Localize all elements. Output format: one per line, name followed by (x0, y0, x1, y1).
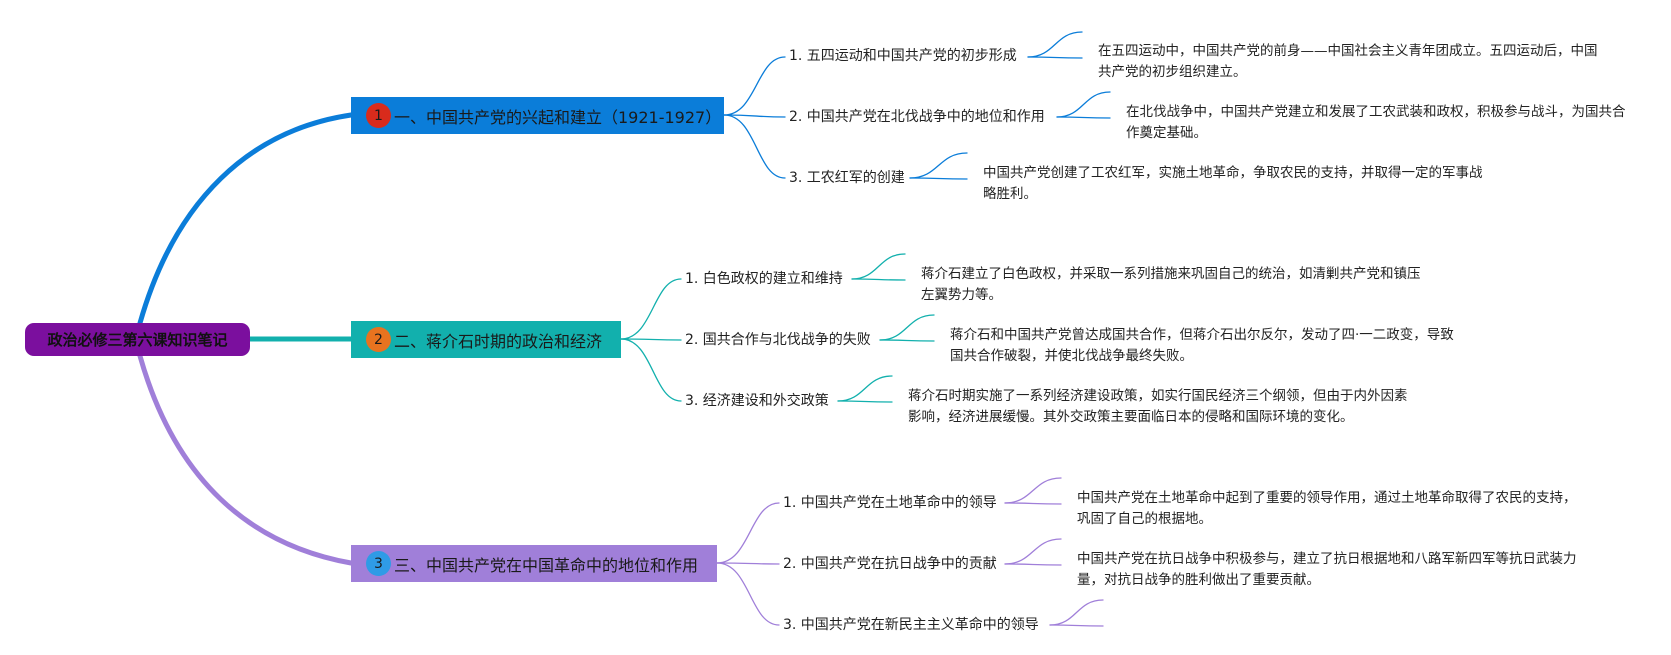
detail-link-3-1 (1004, 477, 1062, 504)
subtopic-3-1[interactable]: 1. 中国共产党在土地革命中的领导 (783, 495, 997, 511)
detail-link-b-3-1 (1004, 502, 1062, 505)
branch-link-1-3 (723, 114, 786, 179)
detail-link-b-3-3 (1049, 624, 1104, 627)
subtopic-3-2[interactable]: 2. 中国共产党在抗日战争中的贡献 (783, 556, 997, 572)
badge-2: 2 (366, 327, 391, 352)
detail-2-1: 蒋介石建立了白色政权，并采取一系列措施来巩固自己的统治，如清剿共产党和镇压左翼势… (921, 266, 1421, 303)
badge-1: 1 (366, 103, 391, 128)
branch-node-3[interactable]: 3 三、中国共产党在中国革命中的地位和作用 (351, 545, 717, 582)
subtopic-1-3[interactable]: 3. 工农红军的创建 (789, 170, 905, 186)
detail-link-b-2-1 (851, 278, 906, 281)
branch-link-3-3 (716, 562, 780, 626)
root-node[interactable]: 政治必修三第六课知识笔记 (25, 323, 250, 356)
subtopic-1-1[interactable]: 1. 五四运动和中国共产党的初步形成 (789, 48, 1017, 64)
detail-link-1-2 (1056, 91, 1111, 118)
branch-link-3-2 (716, 562, 780, 565)
detail-1-1: 在五四运动中，中国共产党的前身——中国社会主义青年团成立。五四运动后，中国共产党… (1098, 43, 1598, 80)
detail-link-b-1-2 (1056, 116, 1111, 119)
badge-3: 3 (366, 551, 391, 576)
detail-3-2: 中国共产党在抗日战争中积极参与，建立了抗日根据地和八路军新四军等抗日武装力量，对… (1077, 551, 1577, 588)
branch-link-2-2 (620, 338, 682, 341)
branch-node-2[interactable]: 2 二、蒋介石时期的政治和经济 (351, 321, 621, 358)
branch-link-1-2 (723, 114, 786, 118)
detail-1-2: 在北伐战争中，中国共产党建立和发展了工农武装和政权，积极参与战斗，为国共合作奠定… (1126, 104, 1626, 141)
subtopic-2-1[interactable]: 1. 白色政权的建立和维持 (685, 271, 843, 287)
subtopic-1-2[interactable]: 2. 中国共产党在北伐战争中的地位和作用 (789, 109, 1045, 125)
root-link-1 (137, 112, 354, 326)
branch-link-2-3 (620, 338, 682, 402)
detail-3-1: 中国共产党在土地革命中起到了重要的领导作用，通过土地革命取得了农民的支持，巩固了… (1077, 490, 1577, 527)
detail-link-1-3 (909, 152, 968, 179)
detail-link-2-2 (879, 314, 935, 341)
detail-link-b-2-3 (837, 400, 893, 403)
detail-link-2-1 (851, 253, 906, 280)
detail-link-b-3-2 (1004, 563, 1062, 566)
detail-2-2: 蒋介石和中国共产党曾达成国共合作，但蒋介石出尔反尔，发动了四·一二政变，导致国共… (950, 327, 1454, 364)
detail-link-b-1-1 (1027, 56, 1083, 59)
root-link-3 (137, 353, 354, 566)
root-node-label: 政治必修三第六课知识笔记 (47, 331, 228, 349)
subtopic-2-3[interactable]: 3. 经济建设和外交政策 (685, 393, 829, 409)
subtopic-3-3[interactable]: 3. 中国共产党在新民主主义革命中的领导 (783, 617, 1039, 633)
branch-link-3-1 (716, 502, 780, 564)
detail-link-b-2-2 (879, 339, 935, 342)
detail-link-3-3 (1049, 599, 1104, 626)
branch-label-2: 二、蒋介石时期的政治和经济 (394, 331, 603, 351)
detail-link-b-1-3 (909, 177, 968, 180)
branch-node-1[interactable]: 1 一、中国共产党的兴起和建立（1921-1927） (351, 97, 724, 134)
branch-label-1: 一、中国共产党的兴起和建立（1921-1927） (394, 107, 722, 127)
branch-link-1-1 (723, 56, 786, 116)
detail-link-3-2 (1004, 538, 1062, 565)
detail-link-2-3 (837, 375, 893, 402)
detail-2-3: 蒋介石时期实施了一系列经济建设政策，如实行国民经济三个纲领，但由于内外因素影响，… (908, 388, 1408, 425)
subtopic-2-2[interactable]: 2. 国共合作与北伐战争的失败 (685, 332, 871, 348)
branch-link-2-1 (620, 278, 682, 340)
detail-1-3: 中国共产党创建了工农红军，实施土地革命，争取农民的支持，并取得一定的军事战略胜利… (983, 165, 1483, 202)
branch-label-3: 三、中国共产党在中国革命中的地位和作用 (394, 555, 699, 575)
detail-link-1-1 (1027, 31, 1083, 58)
